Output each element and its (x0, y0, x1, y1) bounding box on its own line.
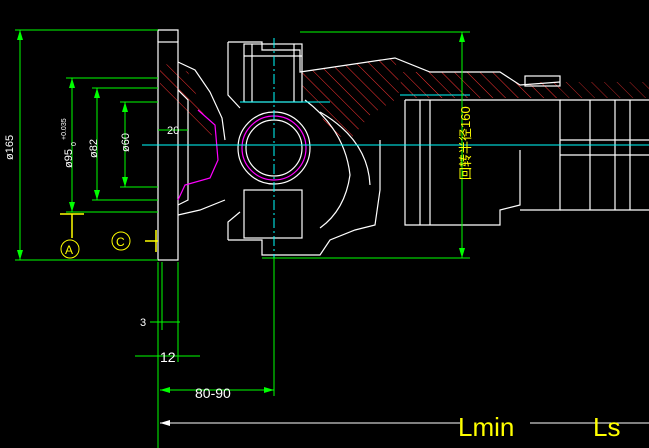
yoke-hatch (300, 58, 400, 140)
dimension-texts: ø165 ø95 +0.035 0 ø82 ø60 20 回转半径160 3 1… (4, 106, 620, 442)
outline-geometry (157, 29, 649, 261)
dim-d60: ø60 (120, 133, 132, 152)
yoke-inner-curve (304, 99, 351, 229)
yoke-upper (228, 41, 561, 86)
grease-fitting (524, 75, 561, 87)
datum-c-label: C (116, 235, 125, 249)
yoke-outer-curve (319, 111, 371, 186)
tube-hatch-right (560, 82, 649, 98)
dim-d95-tol: +0.035 (61, 118, 68, 140)
datum-a-circle (60, 239, 80, 259)
dim-ls: Ls (593, 412, 620, 442)
center-lines (142, 38, 649, 258)
hatched-sections (160, 58, 649, 140)
dim-d95: ø95 (63, 149, 75, 168)
dim-160: 回转半径160 (458, 106, 473, 180)
datum-a-label: A (65, 243, 73, 257)
dim-d95-tol-low: 0 (71, 142, 78, 146)
spline-sleeve (404, 99, 561, 226)
flange-top-lip (157, 29, 179, 42)
sleeve-hatch (398, 72, 560, 98)
datum-symbols (60, 213, 158, 259)
dim-12: 12 (160, 349, 176, 365)
datum-c-circle (111, 231, 131, 251)
flange-inner (177, 89, 189, 206)
dim-80-90: 80-90 (195, 385, 231, 401)
dim-3: 3 (140, 317, 146, 329)
bearing-cap-lower (243, 189, 303, 239)
cross-journal-inner (245, 119, 303, 177)
dim-lmin: Lmin (458, 412, 514, 442)
dim-20: 20 (167, 125, 179, 137)
dim-d165: ø165 (4, 135, 16, 160)
yoke-lower (228, 140, 381, 256)
dimension-arrows (17, 30, 465, 426)
dimension-lines (15, 29, 649, 448)
flange-hub (177, 61, 226, 216)
flange-plate (157, 41, 179, 261)
bearing-cap-upper (243, 43, 303, 103)
dim-d82: ø82 (88, 139, 100, 158)
flange-hatch (160, 62, 212, 140)
yoke-left-ear (227, 42, 241, 240)
